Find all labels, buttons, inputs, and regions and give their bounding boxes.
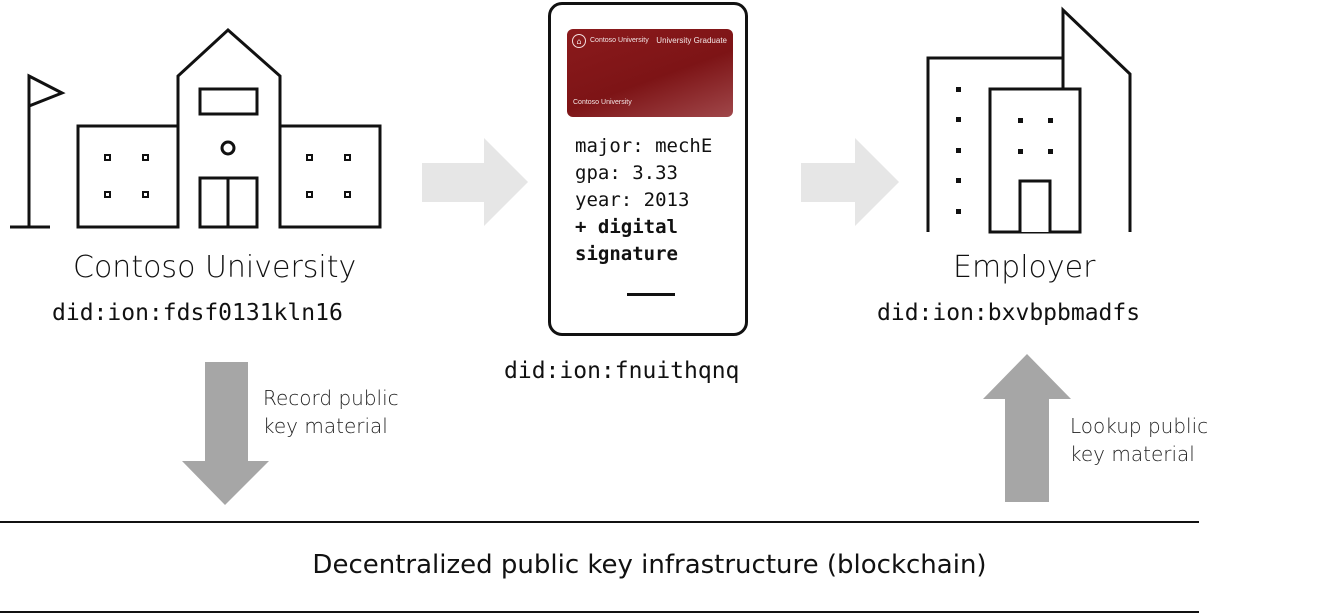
verifier-name: Employer (953, 250, 1096, 285)
holder-did: did:ion:fnuithqnq (504, 358, 740, 384)
office-buildings-icon (926, 6, 1132, 234)
claim-year: year: 2013 (575, 189, 690, 211)
record-down-arrow-icon (182, 362, 269, 505)
claim-gpa: gpa: 3.33 (575, 162, 678, 184)
lookup-note: Lookup public key material (1070, 412, 1208, 468)
school-building-icon (10, 27, 382, 229)
claim-signature-line1: + digital (575, 216, 678, 238)
credential-card[interactable]: ⌂ Contoso University University Graduate… (567, 29, 733, 117)
record-note-line1: Record public (263, 386, 399, 410)
issuer-name: Contoso University (73, 250, 357, 285)
infrastructure-label: Decentralized public key infrastructure … (312, 550, 987, 580)
phone-home-bar (627, 293, 675, 296)
card-footer: Contoso University (573, 99, 632, 106)
lookup-note-line2: key material (1070, 442, 1195, 466)
record-note-line2: key material (263, 414, 388, 438)
holder-to-verifier-arrow-icon (801, 138, 899, 226)
credential-claims: major: mechE gpa: 3.33 year: 2013 + digi… (575, 133, 712, 268)
infrastructure-bottom-rule (0, 611, 1199, 613)
record-note: Record public key material (263, 384, 399, 440)
university-seal-icon: ⌂ (572, 34, 586, 48)
lookup-up-arrow-icon (983, 354, 1071, 502)
claim-signature-line2: signature (575, 243, 678, 265)
issuer-did: did:ion:fdsf0131kln16 (52, 300, 343, 326)
verifier-did: did:ion:bxvbpbmadfs (877, 300, 1141, 326)
claim-major: major: mechE (575, 135, 713, 157)
card-issuer-label: Contoso University (590, 37, 649, 44)
lookup-note-line1: Lookup public (1070, 414, 1209, 438)
infrastructure-top-rule (0, 521, 1199, 523)
card-title: University Graduate (656, 36, 727, 45)
phone-wallet-icon: ⌂ Contoso University University Graduate… (548, 2, 748, 336)
issuer-to-holder-arrow-icon (422, 138, 528, 226)
